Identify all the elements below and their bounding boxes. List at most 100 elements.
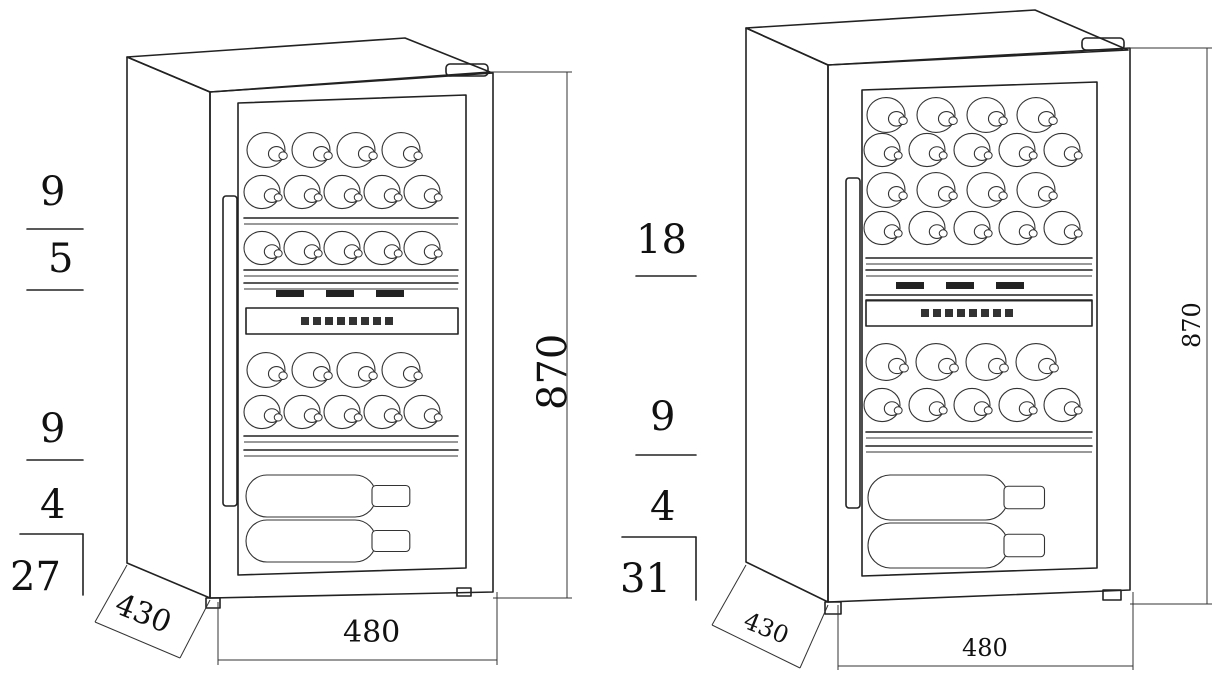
bottle-2-cap — [353, 249, 363, 258]
dimension-line — [179, 599, 211, 659]
bottle-4-cap — [1049, 363, 1059, 373]
dimension-line — [94, 564, 128, 623]
vent-slot — [996, 282, 1024, 289]
bottle-0-cap — [948, 116, 958, 125]
right-total-capacity: 31 — [620, 556, 671, 602]
bottle-4-cap — [393, 413, 403, 422]
bottle-4-cap — [353, 413, 363, 422]
bottle-3-cap — [278, 371, 288, 381]
control-panel — [865, 299, 1093, 327]
left-height-label: 870 — [530, 334, 576, 410]
lying-bottle-neck-0 — [371, 484, 411, 508]
vent-slot — [276, 290, 304, 297]
control-button — [921, 309, 929, 317]
control-button — [957, 309, 965, 317]
vent-slot — [896, 282, 924, 289]
bottle-2-cap — [998, 191, 1008, 200]
dimension-line — [799, 604, 829, 669]
bottle-0-cap — [323, 151, 333, 160]
bottle-5-cap — [893, 406, 903, 415]
control-panel — [245, 307, 459, 335]
dimension-line — [711, 624, 801, 669]
bottle-1-cap — [938, 151, 948, 160]
bottle-2-cap — [1048, 191, 1058, 200]
right-upper-zone-top: 18 — [636, 217, 687, 263]
lying-bottle-0 — [245, 474, 377, 518]
right-lower-zone-top: 9 — [650, 394, 675, 440]
door-hinge — [1081, 37, 1125, 51]
bottle-1-cap — [353, 193, 363, 202]
lying-bottle-1 — [245, 519, 377, 563]
door-hinge — [445, 63, 489, 77]
right-width-label: 480 — [962, 634, 1008, 662]
bottle-2-cap — [393, 249, 403, 258]
bottle-3-cap — [983, 229, 993, 238]
bottle-1-cap — [313, 193, 323, 202]
cabinet-foot — [1102, 589, 1122, 601]
lying-bottle-0 — [867, 474, 1009, 521]
control-button — [313, 317, 321, 325]
left-lower-zone-bottom: 4 — [40, 482, 65, 528]
bottle-5-cap — [1028, 406, 1038, 415]
bottle-5-cap — [938, 406, 948, 415]
left-width-label: 480 — [343, 615, 400, 650]
bottle-3-cap — [893, 229, 903, 238]
control-button — [325, 317, 333, 325]
right-capacity-labels: 18 9 4 31 — [620, 217, 697, 602]
bottle-1-cap — [273, 193, 283, 202]
left-cabinet — [94, 37, 572, 665]
control-button — [945, 309, 953, 317]
control-button — [385, 317, 393, 325]
cabinet-side-panel — [126, 56, 211, 599]
bottle-4-cap — [899, 363, 909, 373]
bottle-0-cap — [998, 116, 1008, 125]
control-button — [301, 317, 309, 325]
bottle-3-cap — [413, 371, 423, 381]
bottle-1-cap — [983, 151, 993, 160]
bottle-1-cap — [893, 151, 903, 160]
bottle-3-cap — [368, 371, 378, 381]
cabinet-top-panel — [126, 37, 491, 93]
control-button — [993, 309, 1001, 317]
dimension-line — [94, 621, 181, 659]
bottle-4-cap — [273, 413, 283, 422]
door-handle — [222, 195, 238, 507]
control-button — [981, 309, 989, 317]
cabinet-foot — [824, 601, 842, 615]
bottle-4-cap — [433, 413, 443, 422]
bottle-1-cap — [1028, 151, 1038, 160]
bottle-4-cap — [999, 363, 1009, 373]
bottle-3-cap — [938, 229, 948, 238]
right-cabinet — [711, 9, 1212, 670]
left-upper-zone-bottom: 5 — [48, 236, 73, 282]
bottle-0-cap — [898, 116, 908, 125]
left-lower-zone-top: 9 — [40, 406, 65, 452]
right-height-label: 870 — [1178, 302, 1206, 348]
bottle-0-cap — [368, 151, 378, 160]
bottle-2-cap — [898, 191, 908, 200]
dimension-line — [711, 564, 747, 626]
cabinet-foot — [456, 587, 472, 597]
bottle-3-cap — [323, 371, 333, 381]
control-button — [361, 317, 369, 325]
right-lower-zone-bottom: 4 — [650, 484, 675, 530]
lying-bottle-neck-1 — [371, 529, 411, 553]
control-button — [1005, 309, 1013, 317]
bottle-0-cap — [278, 151, 288, 160]
left-capacity-labels: 9 5 9 4 27 — [10, 169, 84, 600]
bottle-0-cap — [1048, 116, 1058, 125]
vent-slot — [376, 290, 404, 297]
bottle-5-cap — [1073, 406, 1083, 415]
bottle-1-cap — [393, 193, 403, 202]
bottle-2-cap — [273, 249, 283, 258]
bottle-4-cap — [949, 363, 959, 373]
bottle-1-cap — [433, 193, 443, 202]
bottle-2-cap — [948, 191, 958, 200]
door-glass — [861, 81, 1098, 577]
bottle-3-cap — [1028, 229, 1038, 238]
bottle-5-cap — [983, 406, 993, 415]
lying-bottle-neck-0 — [1003, 485, 1046, 510]
bottle-4-cap — [313, 413, 323, 422]
control-button — [349, 317, 357, 325]
